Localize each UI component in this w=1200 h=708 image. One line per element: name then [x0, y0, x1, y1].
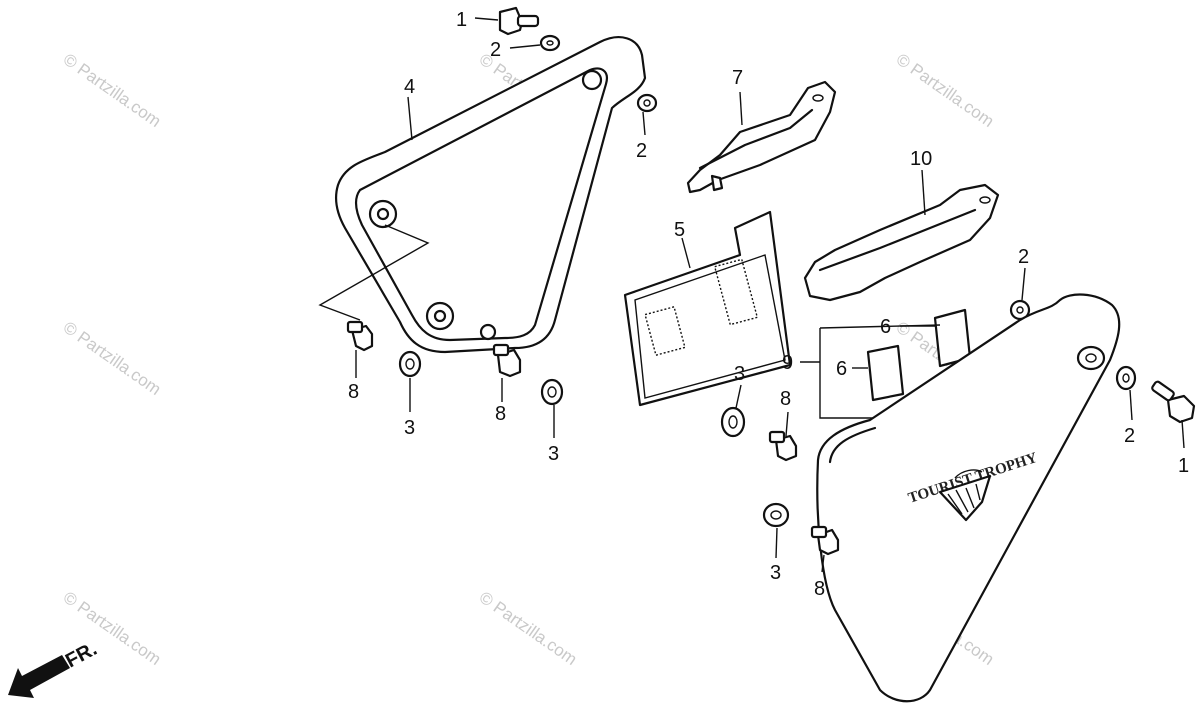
- callout-3: 3: [404, 417, 415, 439]
- callout-6: 6: [880, 316, 891, 338]
- callout-2: 2: [1018, 246, 1029, 268]
- callout-3: 3: [548, 443, 559, 465]
- crest-icon: [938, 469, 992, 522]
- bracket-left: [686, 80, 837, 194]
- watermark: © Partzilla.com: [60, 318, 165, 399]
- arrow-left-icon: [8, 655, 70, 698]
- callout-2: 2: [490, 39, 501, 61]
- bolt-upper-left: [474, 6, 540, 36]
- callout-3: 3: [734, 363, 745, 385]
- front-direction-arrow: FR.: [8, 638, 101, 698]
- callout-1: 1: [1178, 455, 1189, 477]
- callout-4: 4: [404, 76, 415, 98]
- callout-2: 2: [636, 140, 647, 162]
- callout-7: 7: [732, 67, 743, 89]
- callout-2: 2: [1124, 425, 1135, 447]
- washer-upper-left: [509, 34, 561, 52]
- callout-8: 8: [495, 403, 506, 425]
- watermark: © Partzilla.com: [476, 588, 581, 669]
- left-side-cover: [318, 36, 647, 354]
- callout-6: 6: [836, 358, 847, 380]
- right-side-cover: TOURIST TROPHY: [816, 293, 1121, 703]
- collar-3-right-upper: [720, 406, 746, 438]
- grommet-8-center: [492, 343, 522, 378]
- callout-labels: 1 2 4 2 7 5 10 2 6 9 6 3 8 8 3 3 8 2 1 3…: [348, 9, 1189, 600]
- callout-8: 8: [348, 381, 359, 403]
- pad-pieces: [800, 308, 972, 419]
- grommet-8-right-lower: [810, 525, 840, 556]
- washer-middle: [636, 93, 658, 113]
- grommet-8-right-upper: [768, 430, 798, 462]
- callout-1: 1: [456, 9, 467, 31]
- pad: [623, 210, 792, 407]
- callout-8: 8: [780, 388, 791, 410]
- bracket-right: [803, 169, 1000, 302]
- collar-3-left: [398, 350, 422, 378]
- washer-upper-right: [1009, 267, 1031, 321]
- bolt-right: [1151, 380, 1196, 449]
- callout-5: 5: [674, 219, 685, 241]
- collar-3-right-lower: [762, 502, 790, 528]
- washer-right: [1115, 365, 1137, 421]
- callout-10: 10: [910, 148, 932, 170]
- watermark: © Partzilla.com: [60, 50, 165, 131]
- callout-3: 3: [770, 562, 781, 584]
- callout-8: 8: [814, 578, 825, 600]
- callout-9: 9: [782, 352, 793, 374]
- watermark: © Partzilla.com: [893, 50, 998, 131]
- collar-3-center: [540, 378, 564, 406]
- leader-lines: [355, 96, 825, 573]
- grommet-8-left: [346, 320, 374, 352]
